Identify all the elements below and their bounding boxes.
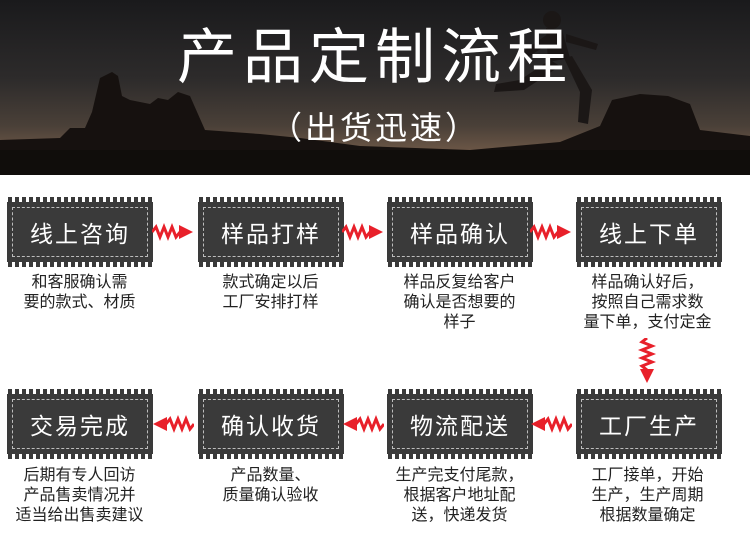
- step-description: 后期有专人回访产品售卖情况并适当给出售卖建议: [15, 465, 144, 524]
- zigzag-arrow-left-icon: [343, 414, 384, 434]
- step-description: 生产完支付尾款，根据客户地址配送，快递发货: [395, 465, 524, 524]
- step-label: 样品确认: [410, 222, 510, 248]
- step-label: 交易完成: [30, 414, 130, 440]
- step-label: 确认收货: [221, 414, 321, 440]
- step-description: 样品反复给客户确认是否想要的样子: [403, 272, 516, 331]
- step-deal-complete: 交易完成: [8, 389, 152, 459]
- step-description: 和客服确认需要的款式、材质: [23, 272, 136, 311]
- zigzag-arrow-left-icon: [153, 414, 194, 434]
- step-label: 工厂生产: [599, 414, 699, 440]
- step-description: 工厂接单，开始生产，生产周期根据数量确定: [591, 465, 704, 524]
- step-label: 线上咨询: [30, 222, 130, 248]
- zigzag-arrow-icon: [530, 222, 571, 242]
- zigzag-arrow-left-icon: [531, 414, 572, 434]
- zigzag-arrow-down-icon: [637, 338, 657, 383]
- step-label: 物流配送: [410, 414, 510, 440]
- step-confirm-receipt: 确认收货: [199, 389, 343, 459]
- step-description: 样品确认好后，按照自己需求数量下单，支付定金: [583, 272, 712, 331]
- page-subtitle: （出货迅速）: [269, 109, 480, 147]
- step-online-order: 线上下单: [577, 197, 721, 267]
- step-label: 线上下单: [599, 222, 699, 248]
- zigzag-arrow-icon: [342, 222, 383, 242]
- step-sample-making: 样品打样: [199, 197, 343, 267]
- step-description: 产品数量、质量确认验收: [222, 465, 319, 504]
- step-online-consult: 线上咨询: [8, 197, 152, 267]
- page-title: 产品定制流程: [177, 23, 573, 93]
- zigzag-arrow-icon: [152, 222, 193, 242]
- step-description: 款式确定以后工厂安排打样: [222, 272, 319, 311]
- step-label: 样品打样: [221, 222, 321, 248]
- banner: 产品定制流程 （出货迅速）: [0, 0, 750, 175]
- step-sample-confirm: 样品确认: [388, 197, 532, 267]
- step-logistics: 物流配送: [388, 389, 532, 459]
- desert-runner-silhouette: [0, 11, 750, 175]
- step-factory-production: 工厂生产: [577, 389, 721, 459]
